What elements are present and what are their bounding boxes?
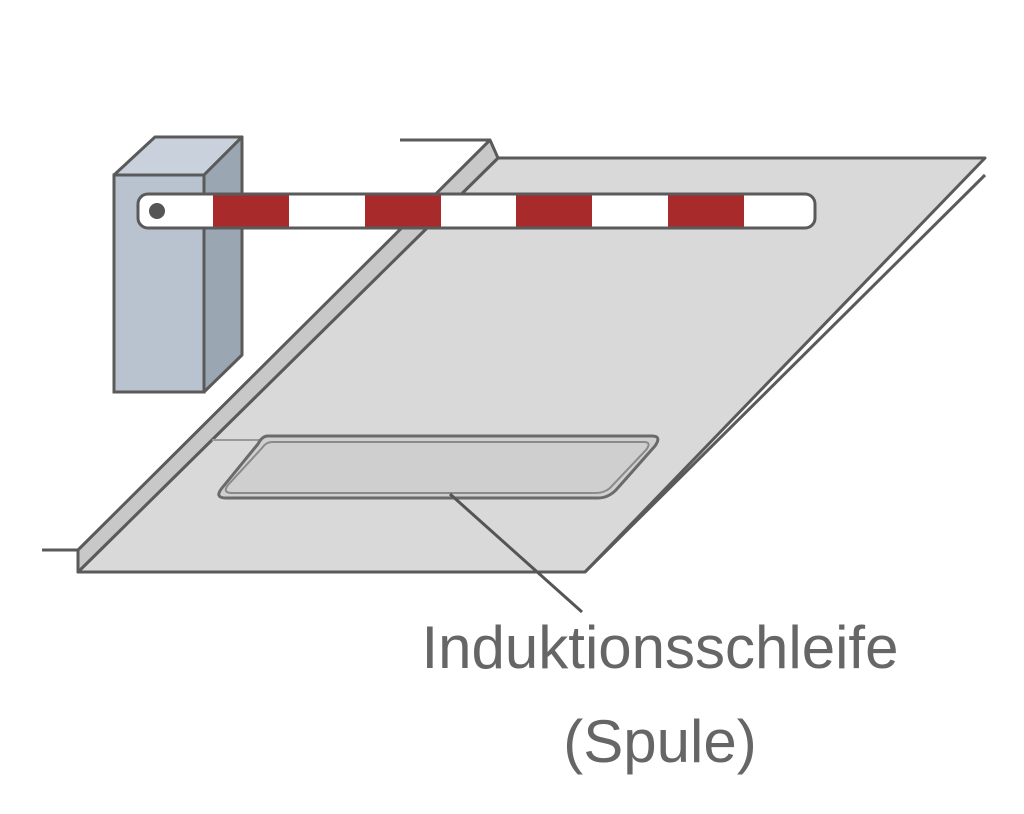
barrier-arm — [136, 192, 817, 230]
post-side — [202, 135, 244, 394]
road-right-edge — [583, 173, 987, 574]
induction-loop-outer — [217, 434, 660, 500]
stripe-red-1 — [213, 194, 289, 228]
leader-line — [449, 492, 583, 614]
stripe-red-2 — [365, 194, 441, 228]
barrier-post — [112, 135, 244, 394]
pivot-dot — [149, 203, 165, 219]
induction-loop — [217, 434, 660, 500]
loop-label-sub: (Spule) — [563, 708, 757, 775]
induction-loop-inner — [224, 441, 650, 494]
stripe-red-4 — [668, 194, 744, 228]
stripe-red-3 — [516, 194, 592, 228]
barrier-arm-body — [138, 194, 815, 228]
barrier-arm-outline — [136, 192, 817, 230]
loop-label: Induktionsschleife — [421, 614, 899, 681]
